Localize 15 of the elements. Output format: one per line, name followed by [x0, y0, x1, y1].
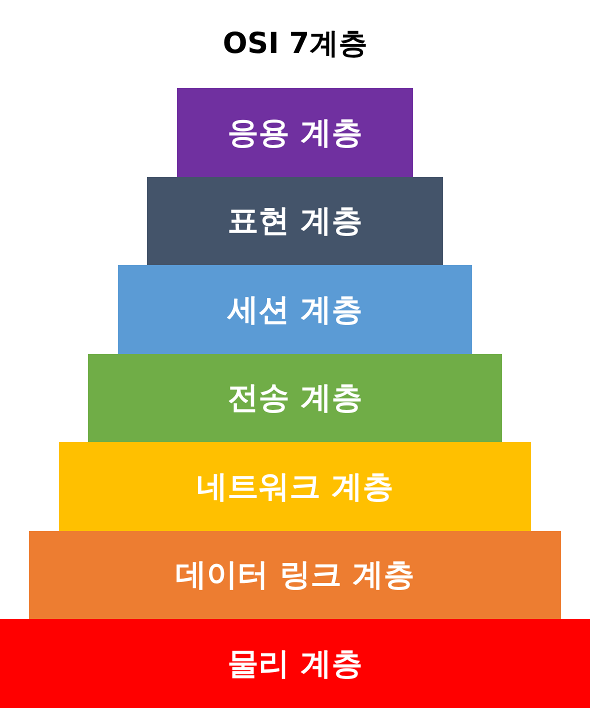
- layer-label: 네트워크 계층: [196, 468, 394, 506]
- layer-label: 물리 계층: [228, 644, 362, 684]
- layer-bar: [0, 619, 590, 708]
- layer-label: 응용 계층: [228, 114, 362, 152]
- diagram-title: OSI 7계층: [222, 25, 368, 62]
- layer-bar: [59, 442, 531, 531]
- layer-label: 세션 계층: [228, 290, 362, 330]
- layer-bar: [177, 88, 413, 177]
- layer-label: 전송 계층: [228, 379, 362, 418]
- layer-label: 표현 계층: [228, 202, 362, 241]
- layer-bar: [29, 531, 561, 619]
- layer-bar: [118, 265, 472, 354]
- layer-label: 데이터 링크 계층: [176, 556, 414, 595]
- layer-bar: [88, 354, 502, 442]
- layer-bar: [147, 177, 443, 265]
